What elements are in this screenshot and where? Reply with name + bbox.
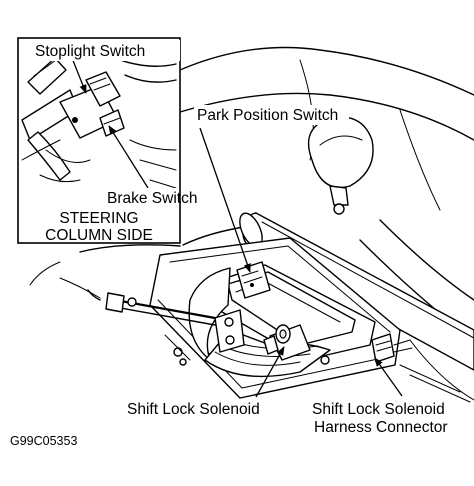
leader-shift-lock-solenoid bbox=[255, 346, 285, 398]
shifter-housing bbox=[59, 237, 471, 403]
label-brake-switch: Brake Switch bbox=[107, 190, 197, 207]
label-harness-line1: Shift Lock Solenoid bbox=[312, 401, 445, 418]
leader-stoplight-switch bbox=[71, 57, 87, 94]
label-column-side: COLUMN SIDE bbox=[45, 227, 153, 244]
label-stoplight-switch: Stoplight Switch bbox=[35, 43, 145, 60]
label-steering: STEERING bbox=[59, 210, 138, 227]
leader-brake-switch bbox=[108, 125, 149, 189]
label-park-position-switch: Park Position Switch bbox=[197, 107, 338, 124]
leader-lines bbox=[71, 57, 403, 398]
inset-steering-column bbox=[17, 37, 181, 244]
leader-park-position-switch bbox=[199, 127, 251, 273]
leader-harness-connector bbox=[374, 357, 403, 397]
label-shift-lock-solenoid: Shift Lock Solenoid bbox=[127, 401, 260, 418]
figure-code: G99C05353 bbox=[10, 434, 77, 448]
label-harness-line2: Harness Connector bbox=[314, 419, 448, 436]
shift-knob bbox=[307, 116, 374, 215]
